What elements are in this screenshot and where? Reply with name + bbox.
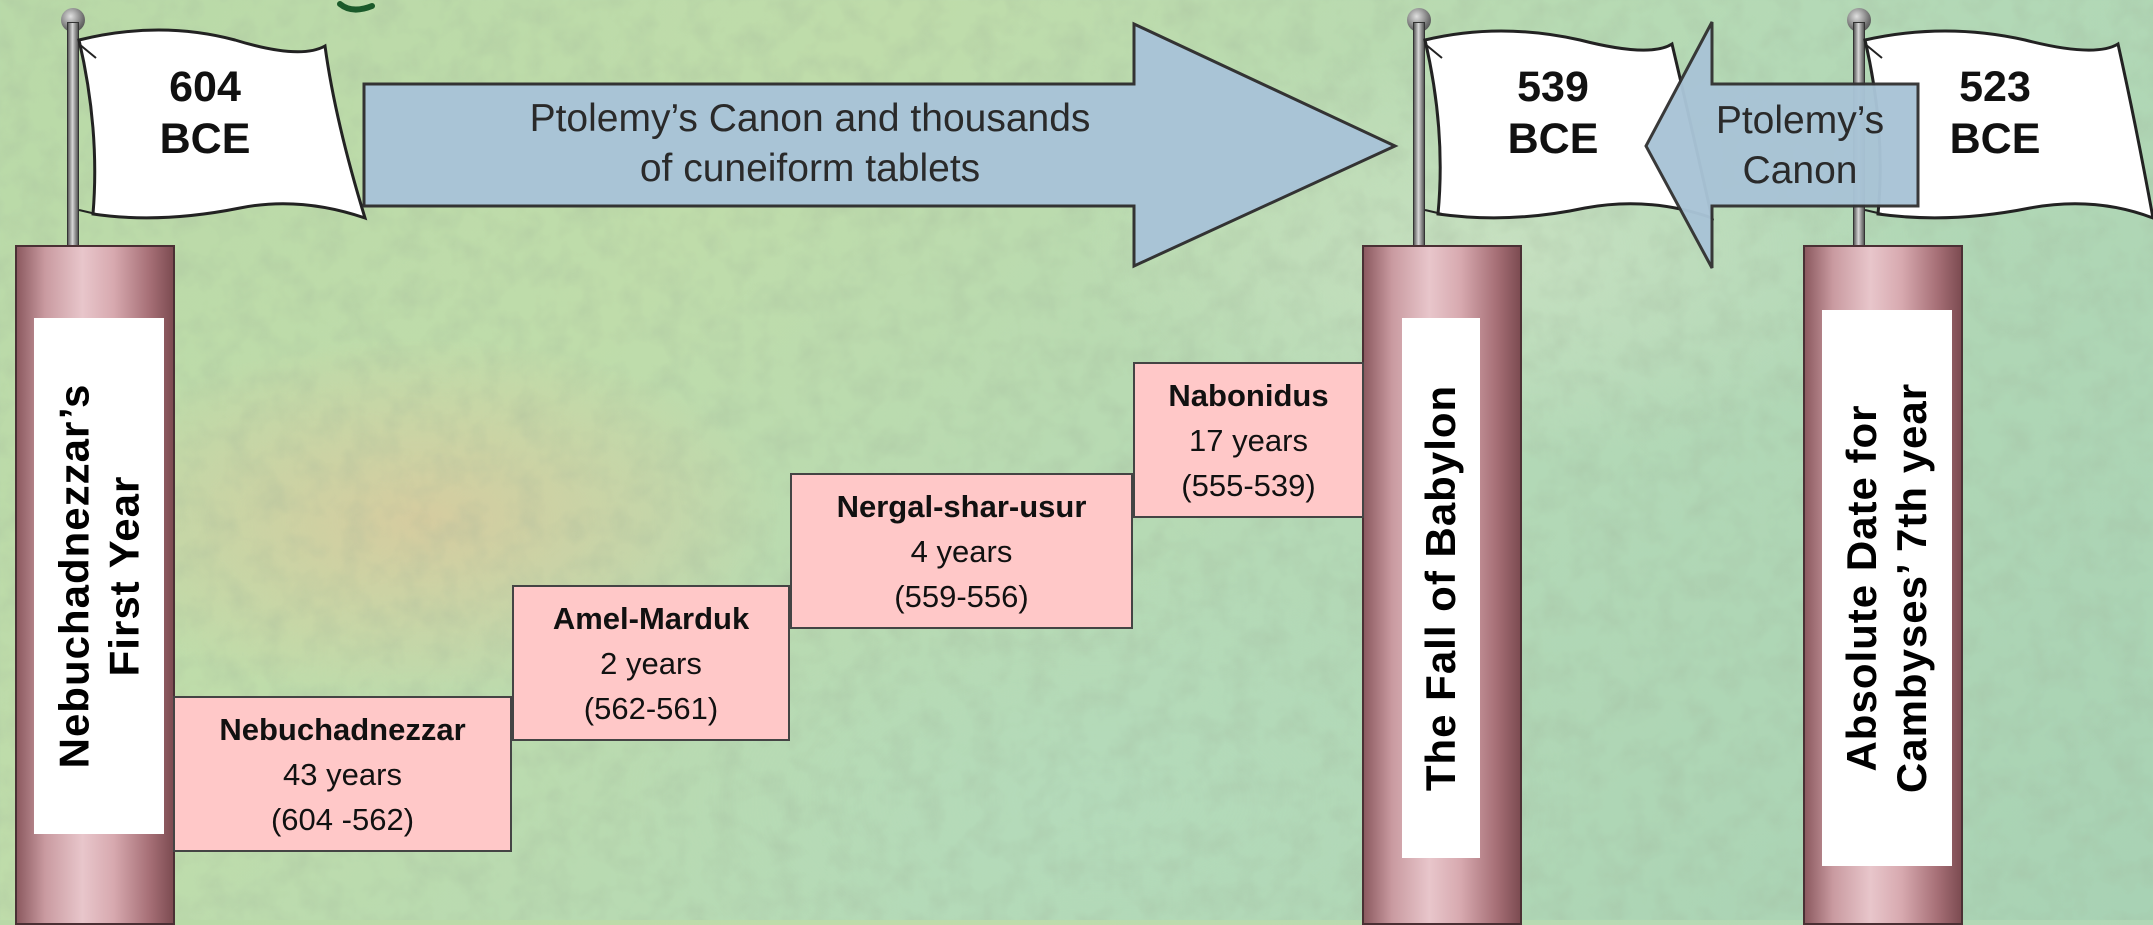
flag-539-text: 539 BCE (1478, 61, 1628, 165)
reign-range: (604 -562) (270, 801, 415, 837)
forward-arrow-text: Ptolemy’s Canon and thousands of cuneifo… (420, 94, 1200, 194)
reign-duration: 17 years (1189, 422, 1308, 458)
flag-604-year: 604 (169, 63, 241, 111)
forward-arrow-line1: Ptolemy’s Canon and thousands (529, 97, 1091, 140)
flag-539-era: BCE (1507, 115, 1599, 163)
reign-name: Amel-Marduk (552, 600, 750, 636)
flag-523-year: 523 (1959, 63, 2031, 111)
milestone-label-card-523: Absolute Date for Cambyses’ 7th year (1822, 310, 1952, 866)
flag-523-text: 523 BCE (1920, 61, 2070, 165)
flag-539-year: 539 (1517, 63, 1589, 111)
reign-box-nabonidus: Nabonidus 17 years (555-539) (1133, 362, 1364, 518)
reign-duration: 2 years (600, 645, 702, 681)
flag-523-era: BCE (1949, 115, 2041, 163)
reign-range: (562-561) (583, 690, 719, 726)
reign-duration: 43 years (283, 756, 402, 792)
forward-arrow-line2: of cuneiform tablets (639, 147, 981, 190)
flag-604-era: BCE (159, 115, 251, 163)
backward-arrow-line2: Canon (1742, 149, 1858, 192)
reign-name: Nebuchadnezzar (219, 711, 466, 747)
reign-range: (559-556) (894, 578, 1029, 614)
reign-box-nergal-shar-usur: Nergal-shar-usur 4 years (559-556) (790, 473, 1133, 629)
reign-name: Nergal-shar-usur (836, 488, 1087, 524)
milestone-label-card-539: The Fall of Babylon (1402, 318, 1480, 858)
backward-arrow-text: Ptolemy’s Canon (1680, 96, 1920, 196)
reign-box-nebuchadnezzar: Nebuchadnezzar 43 years (604 -562) (173, 696, 512, 852)
reign-name: Nabonidus (1168, 377, 1329, 413)
reign-range: (555-539) (1181, 467, 1316, 503)
reign-duration: 4 years (910, 533, 1013, 569)
flag-604-text: 604 BCE (130, 61, 280, 165)
backward-arrow-line1: Ptolemy’s (1715, 99, 1885, 142)
reign-box-amel-marduk: Amel-Marduk 2 years (562-561) (512, 585, 790, 741)
milestone-label-card-604: Nebuchadnezzar’s First Year (34, 318, 164, 834)
